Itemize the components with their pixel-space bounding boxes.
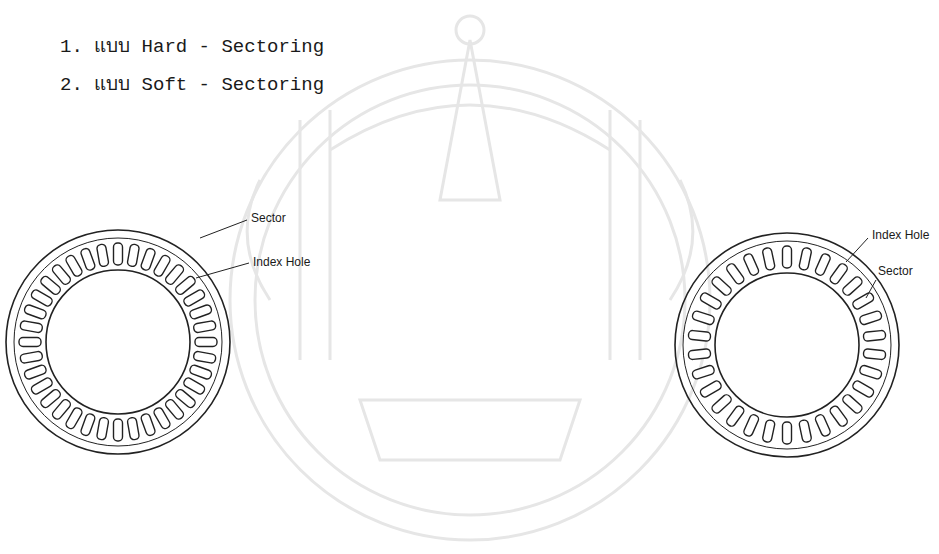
sector-slot: [725, 262, 745, 285]
sector-slot: [841, 393, 863, 414]
sector-slot: [20, 351, 43, 364]
sector-slot: [96, 244, 109, 267]
sector-slot: [193, 351, 216, 364]
leader-lines: [196, 220, 876, 298]
sector-slot: [96, 417, 109, 440]
sector-slot: [30, 377, 54, 396]
sector-slot: [23, 304, 47, 320]
sector-slot: [23, 364, 47, 380]
sector-slot: [114, 243, 123, 265]
sector-slot: [691, 365, 715, 380]
sector-slot: [189, 304, 213, 320]
sector-slot: [140, 247, 156, 271]
heading-text: 1. แบบ Hard - Sectoring: [60, 30, 324, 60]
sector-slot: [725, 405, 745, 428]
sector-slot: [799, 419, 812, 442]
callout-label: Index Hole: [872, 228, 929, 242]
sector-slot: [743, 414, 760, 438]
sector-slot: [19, 338, 41, 347]
sector-slot: [829, 405, 849, 428]
sector-slot: [859, 365, 883, 380]
sector-slot: [189, 364, 213, 380]
sector-slot: [829, 262, 849, 285]
sector-slot: [699, 292, 723, 311]
sector-slot: [195, 338, 217, 347]
sector-slot: [783, 422, 792, 444]
sector-slot: [814, 414, 831, 438]
sector-slot: [863, 349, 886, 360]
sector-slot: [710, 393, 732, 414]
soft-sector-disk: [675, 233, 899, 457]
sector-slot: [762, 419, 775, 442]
sector-slot: [710, 275, 732, 296]
hard-sector-disk: [6, 230, 230, 454]
sector-slot: [841, 275, 863, 296]
sector-slot: [140, 413, 156, 437]
sector-slot: [851, 380, 875, 399]
sector-slot: [851, 292, 875, 311]
sector-slot: [783, 246, 792, 268]
sector-slot: [743, 253, 760, 277]
sector-slot: [65, 254, 84, 278]
sector-slot: [762, 247, 775, 270]
callout-label: Sector: [878, 264, 913, 278]
sector-slot: [691, 310, 715, 325]
sector-slot: [859, 310, 883, 325]
sector-slot: [153, 406, 172, 430]
sector-slot: [863, 330, 886, 341]
sector-slot: [688, 349, 711, 360]
sector-slot: [799, 247, 812, 270]
callout-label: Index Hole: [253, 255, 310, 269]
sector-slot: [80, 413, 96, 437]
sector-slot: [114, 419, 123, 441]
sector-slot: [127, 417, 140, 440]
heading-text: 2. แบบ Soft - Sectoring: [60, 68, 324, 98]
sector-slot: [127, 244, 140, 267]
sector-slot: [182, 289, 206, 308]
callout-label: Sector: [251, 211, 286, 225]
sector-slot: [20, 320, 43, 333]
sector-slot: [193, 320, 216, 333]
sector-slot: [80, 247, 96, 271]
sector-slot: [688, 330, 711, 341]
sector-slot: [814, 253, 831, 277]
sector-slot: [699, 380, 723, 399]
